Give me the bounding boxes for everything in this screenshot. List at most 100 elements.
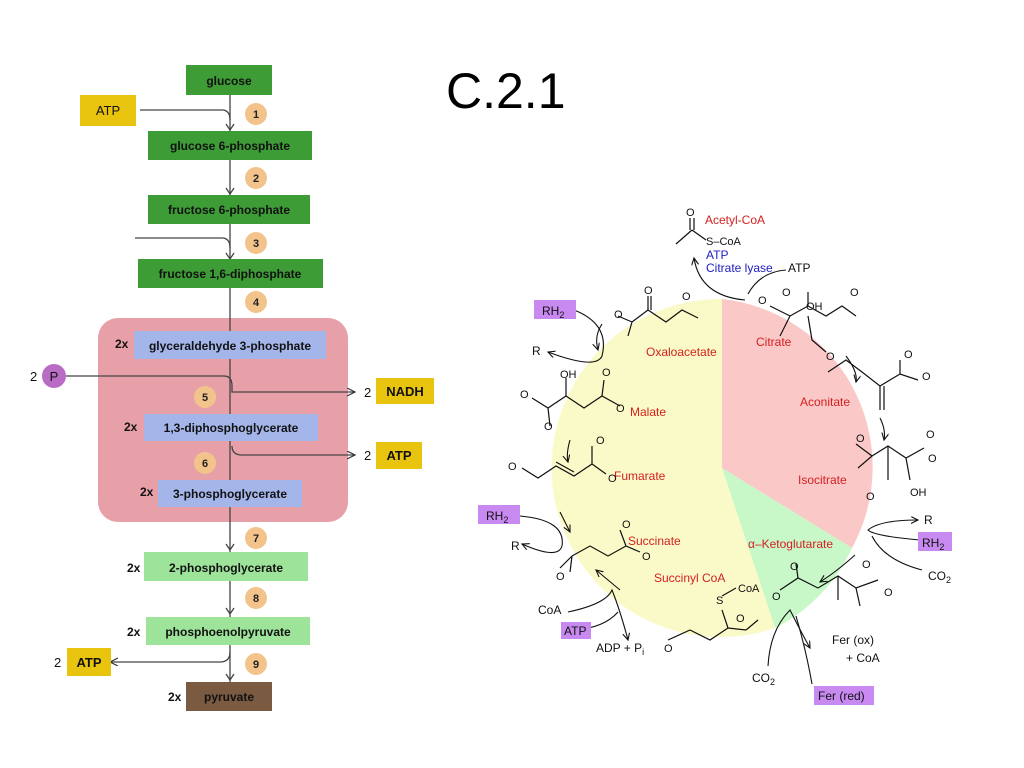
box-fructose-1-6-diphosphate: [138, 259, 323, 288]
atp-in-line: [140, 109, 231, 121]
isocitrate-label: Isocitrate: [798, 473, 847, 487]
svg-text:O: O: [736, 613, 745, 625]
svg-text:O: O: [758, 295, 767, 307]
rh2-tag-2-label: RH2: [486, 509, 508, 525]
svg-text:O: O: [850, 287, 859, 299]
label-fructose-1-6-diphosphate: fructose 1,6-diphosphate: [159, 267, 302, 281]
atp-out-2-count: 2: [54, 655, 61, 670]
r-label-2: R: [511, 539, 520, 553]
svg-text:O: O: [928, 453, 937, 465]
acetyl-o-label: O: [686, 207, 695, 219]
svg-text:5: 5: [202, 392, 208, 404]
svg-text:2: 2: [253, 173, 259, 185]
fumarate-label: Fumarate: [614, 469, 666, 483]
svg-text:O: O: [790, 561, 799, 573]
svg-text:O: O: [608, 473, 617, 485]
multiplier-g3p: 2x: [115, 337, 129, 351]
box-glyceraldehyde-3-phosphate: [134, 331, 326, 359]
svg-text:O: O: [602, 367, 611, 379]
svg-text:O: O: [644, 285, 653, 297]
phosphate-circle: [42, 364, 66, 388]
plus-coa-label: + CoA: [846, 651, 880, 665]
step-circle-9: 9: [245, 653, 267, 675]
nadh-box: [376, 378, 434, 404]
svg-text:4: 4: [253, 297, 260, 309]
oxaloacetate-label: Oxaloacetate: [646, 345, 717, 359]
svg-text:O: O: [772, 591, 781, 603]
svg-text:6: 6: [202, 458, 208, 470]
atom-labels: O O O O O OH O O O O O O O OH O O O O O …: [508, 285, 937, 655]
svg-text:OH: OH: [806, 301, 823, 313]
svg-text:O: O: [616, 403, 625, 415]
svg-text:O: O: [826, 351, 835, 363]
atp-tag: [561, 622, 591, 639]
svg-text:O: O: [508, 461, 517, 473]
rh2-tag-3: [918, 532, 952, 551]
svg-text:O: O: [642, 551, 651, 563]
svg-text:3: 3: [253, 238, 259, 250]
svg-text:O: O: [556, 571, 565, 583]
box-glucose: [186, 65, 272, 95]
co2-bottom-label: CO2: [752, 671, 775, 687]
enzyme-atp-label: ATP: [706, 248, 728, 262]
label-pyruvate: pyruvate: [204, 690, 254, 704]
multiplier-dpg: 2x: [124, 420, 138, 434]
svg-text:1: 1: [253, 109, 259, 121]
label-glucose: glucose: [206, 74, 252, 88]
step3-side-line: [135, 237, 231, 249]
krebs-cycle-diagram: O S–CoA Acetyl-CoA ATP Citrate lyase ATP…: [478, 207, 952, 705]
box-3-phosphoglycerate: [158, 480, 302, 507]
atp-tag-label: ATP: [564, 624, 586, 638]
slide-title: C.2.1: [446, 63, 566, 119]
aconitate-label: Aconitate: [800, 395, 850, 409]
box-1-3-diphosphoglycerate: [144, 414, 318, 441]
svg-text:O: O: [926, 429, 935, 441]
box-2-phosphoglycerate: [144, 552, 308, 581]
svg-text:OH: OH: [560, 369, 577, 381]
krebs-sector-green: [722, 468, 852, 628]
svg-text:O: O: [544, 421, 553, 433]
phosphate-symbol: P: [50, 369, 59, 384]
svg-text:O: O: [862, 559, 871, 571]
svg-text:8: 8: [253, 593, 259, 605]
label-glyceraldehyde-3-phosphate: glyceraldehyde 3-phosphate: [149, 339, 311, 353]
svg-text:OH: OH: [910, 487, 927, 499]
svg-text:O: O: [782, 287, 791, 299]
step-circle-5: 5: [194, 386, 216, 408]
box-fructose-6-phosphate: [148, 195, 310, 224]
krebs-sector-pink: [722, 299, 873, 548]
label-phosphoenolpyruvate: phosphoenolpyruvate: [165, 625, 291, 639]
cycle-arrows: [559, 323, 885, 591]
svg-text:O: O: [884, 587, 893, 599]
atp-black-label: ATP: [788, 261, 810, 275]
fer-ox-label: Fer (ox): [832, 633, 874, 647]
box-glucose-6-phosphate: [148, 131, 312, 160]
svg-text:O: O: [922, 371, 931, 383]
atp-out-2-label: ATP: [76, 655, 101, 670]
coa-left-label: CoA: [538, 603, 561, 617]
label-2-phosphoglycerate: 2-phosphoglycerate: [169, 561, 283, 575]
atp-in-label: ATP: [96, 103, 120, 118]
step-circle-8: 8: [245, 587, 267, 609]
atp-out-1-count: 2: [364, 448, 371, 463]
acetyl-scoa-label: S–CoA: [706, 236, 742, 248]
svg-text:O: O: [596, 435, 605, 447]
krebs-sector-yellow: [551, 298, 775, 637]
atp-input-line: [747, 269, 787, 295]
svg-text:O: O: [904, 349, 913, 361]
rh2-tag-1: [534, 300, 576, 319]
succinate-label: Succinate: [628, 534, 681, 548]
molecule-skeletons: [521, 292, 925, 641]
atp-out-2-box: [67, 648, 111, 676]
svg-text:O: O: [682, 291, 691, 303]
atp-out-1-label: ATP: [386, 448, 411, 463]
step-circle-2: 2: [245, 167, 267, 189]
fer-red-tag: [814, 686, 874, 705]
atp-out-line-1: [231, 445, 355, 455]
adp-pi-label: ADP + Pi: [596, 641, 644, 657]
fer-red-tag-label: Fer (red): [818, 689, 865, 703]
r-label-1: R: [532, 344, 541, 358]
svg-text:O: O: [866, 491, 875, 503]
label-fructose-6-phosphate: fructose 6-phosphate: [168, 203, 290, 217]
atp-out-line-2: [110, 651, 231, 662]
